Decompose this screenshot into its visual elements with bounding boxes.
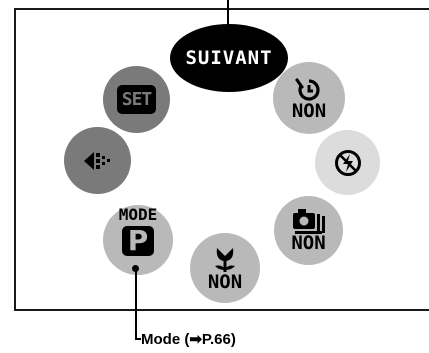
continuous-button[interactable]: NON (274, 196, 343, 265)
top-leader-line (227, 0, 229, 26)
image-quality-icon (83, 151, 110, 170)
macro-button[interactable]: NON (190, 233, 260, 303)
self-timer-state: NON (291, 99, 327, 122)
set-badge: SET (116, 85, 157, 114)
mode-value-badge: P (122, 226, 154, 256)
flash-off-icon (334, 149, 361, 176)
continuous-shooting-icon (292, 209, 325, 234)
mode-heading: MODE (118, 205, 158, 224)
image-quality-button[interactable] (64, 127, 131, 194)
self-timer-button[interactable]: NON (273, 62, 345, 134)
macro-state: NON (207, 270, 243, 293)
suivant-button[interactable]: SUIVANT (170, 24, 288, 92)
mode-leader-vertical (135, 269, 137, 340)
set-button[interactable]: SET (103, 66, 170, 133)
self-timer-icon (295, 77, 320, 101)
mode-button[interactable]: MODE P (103, 205, 173, 275)
mode-value: P (127, 224, 149, 257)
flash-button[interactable] (315, 130, 380, 195)
suivant-label: SUIVANT (185, 47, 273, 69)
mode-callout-text: Mode (➡P.66) (141, 331, 236, 348)
continuous-state: NON (291, 232, 326, 254)
set-label: SET (121, 89, 152, 110)
mode-leader-horizontal (135, 338, 141, 340)
macro-icon (215, 247, 235, 272)
mode-leader-dot (132, 265, 139, 272)
